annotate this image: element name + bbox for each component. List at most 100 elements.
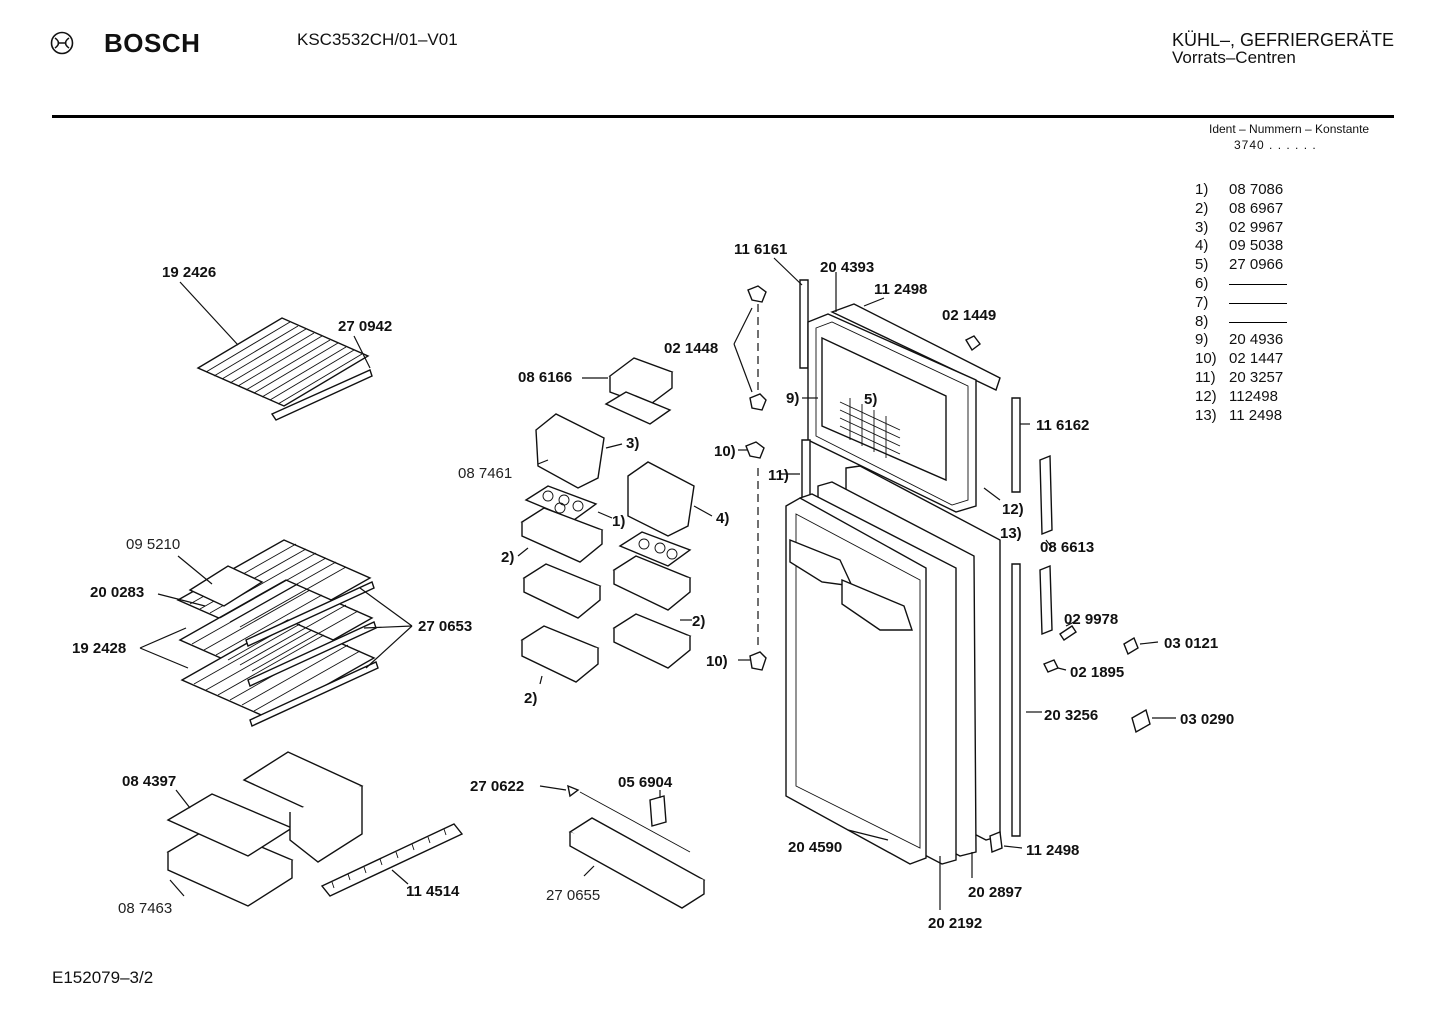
parts-legend: 1)08 7086 2)08 6967 3)02 9967 4)09 5038 … [1195, 181, 1287, 425]
label-202192: 20 2192 [928, 915, 982, 932]
legend-value: 112498 [1229, 387, 1278, 405]
callout-2: 2) [524, 690, 537, 707]
bosch-logo-icon [50, 31, 74, 55]
fastener-parts [1043, 619, 1176, 734]
label-116162: 11 6162 [1036, 417, 1089, 434]
legend-value: 02 9967 [1229, 218, 1284, 236]
legend-value: 20 3257 [1229, 368, 1284, 386]
label-270622: 27 0622 [470, 778, 524, 795]
callout-9: 9) [786, 390, 799, 407]
label-202897: 20 2897 [968, 884, 1022, 901]
callout-2: 2) [692, 613, 705, 630]
legend-key: 4) [1195, 237, 1209, 255]
legend-value: 08 6967 [1229, 199, 1284, 217]
legend-row: 12) 112498 [1195, 388, 1287, 407]
legend-key: 11) [1195, 368, 1216, 386]
category-title: KÜHL–, GEFRIERGERÄTE [1172, 30, 1395, 50]
legend-row: 2) 08 6967 [1195, 200, 1287, 219]
label-116161: 11 6161 [734, 241, 787, 258]
label-087463: 08 7463 [118, 900, 172, 917]
egg-tray-and-shelf-parts [517, 485, 692, 685]
label-200283: 20 0283 [90, 584, 144, 601]
callout-3: 3) [626, 435, 639, 452]
callout-12: 12) [1002, 501, 1024, 518]
callout-4: 4) [716, 510, 729, 527]
label-270942: 27 0942 [338, 318, 392, 335]
legend-value: 11 2498 [1229, 406, 1283, 424]
label-114514: 11 4514 [406, 883, 460, 900]
legend-dash [1229, 302, 1287, 313]
label-112498: 11 2498 [874, 281, 927, 298]
legend-row: 13) 11 2498 [1195, 407, 1287, 426]
legend-key: 5) [1195, 256, 1209, 274]
legend-row: 1) 08 7086 [1195, 181, 1287, 200]
label-204393: 20 4393 [820, 259, 874, 276]
legend-row: 7) [1195, 294, 1287, 313]
legend-row: 9) 20 4936 [1195, 331, 1287, 350]
drawing-reference: E152079–3/2 [52, 968, 154, 987]
legend-row: 8) [1195, 313, 1287, 332]
label-270653: 27 0653 [418, 618, 472, 635]
crisper-drawer-part [166, 751, 364, 907]
label-204590: 20 4590 [788, 839, 842, 856]
legend-value: 27 0966 [1229, 256, 1284, 274]
legend-row: 4) 09 5038 [1195, 237, 1287, 256]
label-084397: 08 4397 [122, 773, 176, 790]
label-056904: 05 6904 [618, 774, 673, 791]
callout-13: 13) [1000, 525, 1022, 542]
label-086613: 08 6613 [1040, 539, 1094, 556]
label-192428: 19 2428 [72, 640, 126, 657]
label-030121: 03 0121 [1164, 635, 1218, 652]
category-subtitle: Vorrats–Centren [1172, 48, 1296, 67]
wire-shelf-stack-part [139, 539, 413, 727]
ident-value: 3740 . . . . . . [1234, 138, 1317, 152]
freezer-box-part [535, 357, 713, 537]
callout-1: 1) [612, 513, 625, 530]
callout-10: 10) [714, 443, 736, 460]
label-021449: 02 1449 [942, 307, 996, 324]
legend-key: 2) [1195, 199, 1209, 217]
legend-value: 09 5038 [1229, 237, 1284, 255]
legend-row: 6) [1195, 275, 1287, 294]
ident-heading: Ident – Nummern – Konstante [1209, 122, 1370, 136]
legend-key: 9) [1195, 331, 1209, 349]
label-087461: 08 7461 [458, 465, 512, 482]
legend-row: 11) 20 3257 [1195, 369, 1287, 388]
legend-key: 8) [1195, 312, 1209, 330]
label-029978: 02 9978 [1064, 611, 1118, 628]
legend-value: 08 7086 [1229, 181, 1284, 198]
fridge-door-part [780, 439, 1053, 910]
label-021895: 02 1895 [1070, 664, 1124, 681]
legend-key: 7) [1195, 293, 1209, 311]
header-divider [52, 115, 1394, 118]
label-021448: 02 1448 [664, 340, 718, 357]
legend-key: 13) [1195, 406, 1217, 424]
legend-value: 02 1447 [1229, 350, 1284, 368]
model-number: KSC3532CH/01–V01 [297, 30, 458, 49]
label-086166: 08 6166 [518, 369, 572, 386]
label-203256: 20 3256 [1044, 707, 1098, 724]
legend-key: 3) [1195, 218, 1209, 236]
callout-11: 11) [768, 467, 789, 484]
label-030290: 03 0290 [1180, 711, 1234, 728]
legend-row: 3) 02 9967 [1195, 219, 1287, 238]
hinge-parts [733, 285, 767, 671]
label-192426: 19 2426 [162, 264, 216, 281]
label-112498: 11 2498 [1026, 842, 1079, 859]
legend-key: 1) [1195, 181, 1209, 198]
callout-10: 10) [706, 653, 728, 670]
crisper-cover-strip-part [320, 823, 464, 897]
door-shelf-part [539, 784, 706, 909]
label-270655: 27 0655 [546, 887, 600, 904]
label-095210: 09 5210 [126, 536, 180, 553]
callout-2: 2) [501, 549, 514, 566]
wire-shelf-part [179, 281, 373, 421]
legend-key: 12) [1195, 387, 1217, 405]
legend-value: 20 4936 [1229, 331, 1284, 349]
legend-dash [1229, 283, 1287, 294]
freezer-door-part [773, 257, 1030, 541]
legend-row: 5) 27 0966 [1195, 256, 1287, 275]
brand-name: BOSCH [104, 28, 201, 58]
callout-5: 5) [864, 391, 877, 408]
